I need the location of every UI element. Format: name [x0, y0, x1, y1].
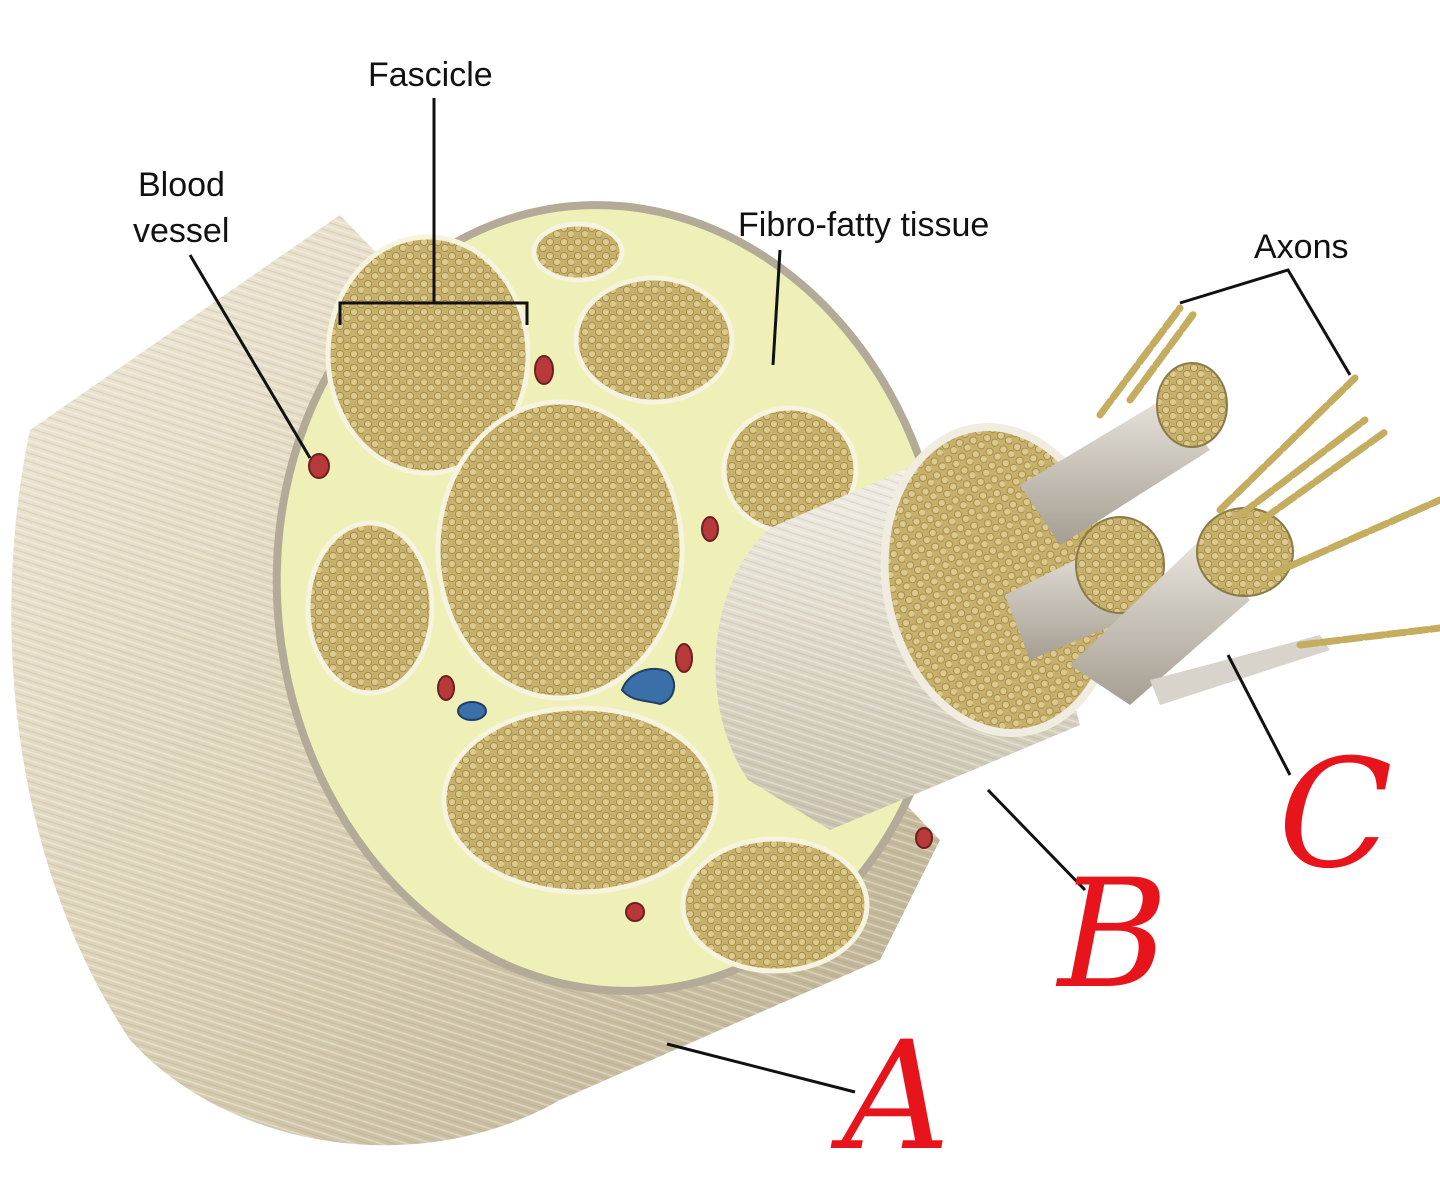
handwritten-label-c: C — [1278, 728, 1393, 902]
fascicle-7 — [441, 705, 719, 895]
artery — [675, 643, 693, 673]
artery — [701, 516, 719, 542]
perineurium-tube — [715, 423, 1120, 830]
endoneurium-tubes — [1005, 362, 1330, 705]
axons-leader — [1179, 268, 1352, 376]
artery — [915, 827, 933, 849]
artery — [308, 453, 330, 479]
fibro-fatty-leader — [771, 249, 782, 366]
artery — [625, 902, 645, 922]
handwritten-label-b: B — [1058, 848, 1169, 1022]
fascicle-label: Fascicle — [368, 56, 493, 94]
fibro-fatty-tissue-label: Fibro-fatty tissue — [738, 206, 990, 244]
blood-vessel-label-line1: Blood — [138, 166, 225, 204]
fascicle-4 — [435, 399, 685, 701]
fascicle-1 — [325, 234, 531, 476]
fascicles — [305, 221, 870, 974]
artery — [534, 355, 554, 385]
axons-label: Axons — [1254, 228, 1349, 266]
fascicle-bracket — [338, 98, 529, 325]
artery — [437, 675, 455, 701]
leader-c — [1226, 654, 1292, 776]
blood-vessels — [308, 355, 933, 922]
handwritten-label-a: A — [842, 1010, 951, 1184]
vein — [457, 701, 487, 721]
fascicle-5 — [305, 520, 435, 696]
vein — [620, 667, 676, 706]
blood-vessel-label-line2: vessel — [133, 212, 230, 250]
fascicle-8 — [680, 836, 870, 974]
leader-b — [986, 788, 1087, 892]
axons — [1096, 304, 1440, 649]
blood-vessel-leader — [188, 254, 312, 459]
fascicle-2 — [531, 221, 625, 283]
leader-lines — [188, 98, 1352, 1094]
fascicle-3 — [573, 275, 735, 405]
leader-a — [666, 1042, 856, 1094]
